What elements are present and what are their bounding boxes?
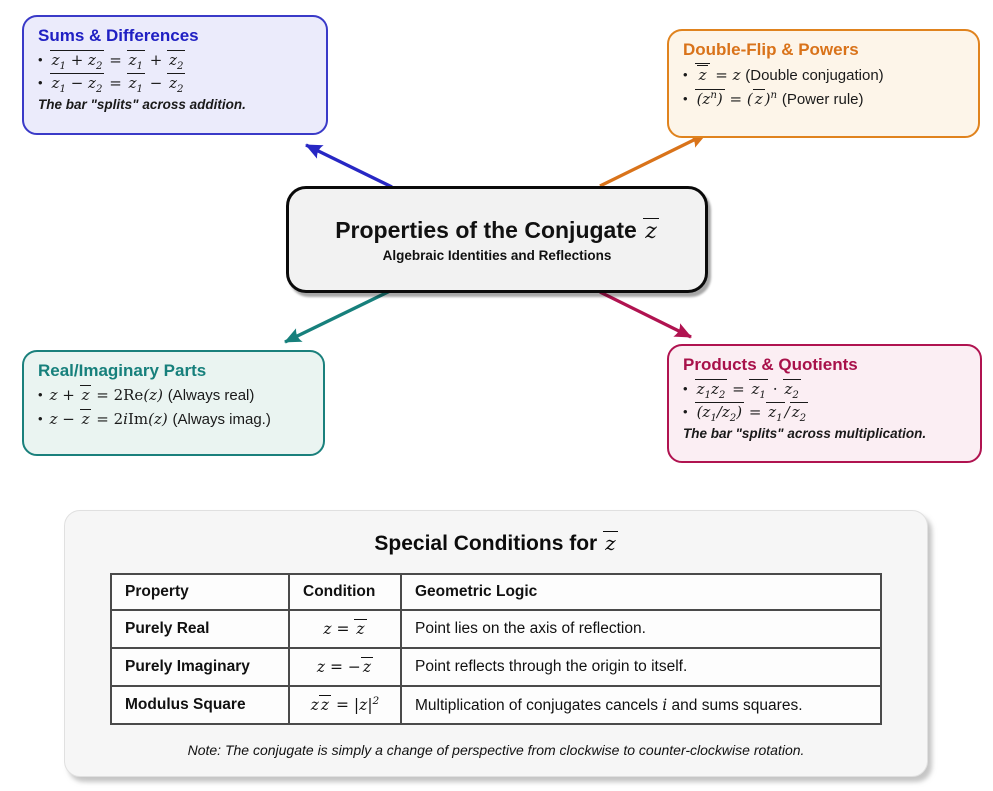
formula: (z1/z2) = z1/z2 [694,401,809,424]
node-products-quotients: Products & Quotients • z1z2 = z1 ⋅ z2 • … [667,344,982,463]
panel-title-text: Special Conditions for [374,532,598,555]
panel-title: Special Conditions for z [65,531,927,556]
arrow-to-products [599,290,692,339]
diagram-title: Properties of the Conjugate z [335,217,659,244]
node-real-imaginary-parts: Real/Imaginary Parts • z + z = 2Re(z) (A… [22,350,325,456]
special-conditions-panel: Special Conditions for z Property Condit… [64,510,928,777]
formula: z − z = 2iIm(z) (Always imag.) [49,408,271,428]
cell-logic: Point reflects through the origin to its… [400,647,882,687]
bullet-icon: • [38,52,43,67]
formula-row: • (z1/z2) = z1/z2 [683,401,966,424]
bullet-icon: • [683,403,688,419]
conditions-table: Property Condition Geometric Logic Purel… [110,573,882,725]
table-row: Purely Real z = z Point lies on the axis… [110,609,882,649]
cell-condition: z = z [288,609,402,649]
node-title: Products & Quotients [683,355,858,374]
node-title: Double-Flip & Powers [683,40,859,59]
formula-row: • z1z2 = z1 ⋅ z2 [683,378,966,401]
formula-row: • z = z (Double conjugation) [683,63,964,88]
conjugate-symbol: z [603,531,618,555]
formula: z = z [323,619,367,638]
formula: z1z2 = z1 ⋅ z2 [694,379,801,401]
formula: (zn) = (z)n (Power rule) [694,88,864,108]
bullet-icon: • [38,74,43,90]
panel-note: Note: The conjugate is simply a change o… [187,742,805,758]
formula: z1 − z2 = z1 − z2 [49,72,186,95]
bullet-icon: • [38,387,43,402]
formula-row: • z1 + z2 = z1 + z2 [38,49,312,72]
diagram-title-text: Properties of the Conjugate [335,216,637,243]
arrow-to-powers [599,132,707,188]
node-title: Sums & Differences [38,26,199,45]
cell-property: Modulus Square [110,685,290,725]
formula: z = −z [316,657,374,676]
formula-row: • z + z = 2Re(z) (Always real) [38,384,309,408]
cell-logic: Multiplication of conjugates cancels i a… [400,685,882,725]
node-title: Real/Imaginary Parts [38,361,207,380]
table-header-row: Property Condition Geometric Logic [110,573,882,611]
node-footnote: The bar "splits" across multiplication. [683,426,927,441]
formula: z + z = 2Re(z) (Always real) [49,385,255,404]
bullet-icon: • [38,410,43,426]
cell-logic: Point lies on the axis of reflection. [400,609,882,649]
formula-row: • (zn) = (z)n (Power rule) [683,88,964,112]
bullet-icon: • [683,67,688,82]
node-center-title: Properties of the Conjugate z Algebraic … [286,186,708,293]
col-header-geometric-logic: Geometric Logic [400,573,882,611]
node-footnote: The bar "splits" across addition. [38,97,246,112]
cell-property: Purely Real [110,609,290,649]
diagram-subtitle: Algebraic Identities and Reflections [382,247,612,263]
formula: z1 + z2 = z1 + z2 [49,50,186,72]
cell-condition: z = −z [288,647,402,687]
arrow-to-parts [284,289,391,344]
formula-row: • z1 − z2 = z1 − z2 [38,72,312,95]
bullet-icon: • [683,90,688,106]
arrow-to-sums [305,143,393,189]
cell-property: Purely Imaginary [110,647,290,687]
conjugate-symbol: z [643,217,659,244]
formula-row: • z − z = 2iIm(z) (Always imag.) [38,408,309,432]
node-sums-differences: Sums & Differences • z1 + z2 = z1 + z2 •… [22,15,328,135]
col-header-property: Property [110,573,290,611]
node-double-flip-powers: Double-Flip & Powers • z = z (Double con… [667,29,980,138]
formula: z = z (Double conjugation) [694,63,884,88]
table-row: Purely Imaginary z = −z Point reflects t… [110,647,882,687]
col-header-condition: Condition [288,573,402,611]
bullet-icon: • [683,381,688,396]
